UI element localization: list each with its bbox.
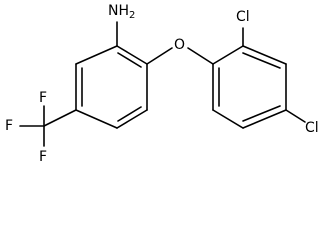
chloro-upper-label: Cl <box>236 9 250 25</box>
fluorine-bottom-label: F <box>39 149 47 165</box>
chloro-lower-bond <box>285 109 306 123</box>
cf3-carbon-bond <box>43 109 77 127</box>
right-benzene-ring <box>212 45 287 129</box>
amine-label: NH2 <box>108 3 135 21</box>
chemical-structure-diagram: NH2 O Cl Cl F F F <box>5 3 319 165</box>
ether-bond-left <box>146 47 173 65</box>
left-benzene-ring <box>75 45 148 129</box>
chloro-lower-label: Cl <box>305 120 319 136</box>
fluorine-top-label: F <box>39 90 47 106</box>
ether-bond-right <box>187 47 214 65</box>
ether-oxygen-label: O <box>174 37 185 53</box>
fluorine-left-label: F <box>5 118 13 134</box>
